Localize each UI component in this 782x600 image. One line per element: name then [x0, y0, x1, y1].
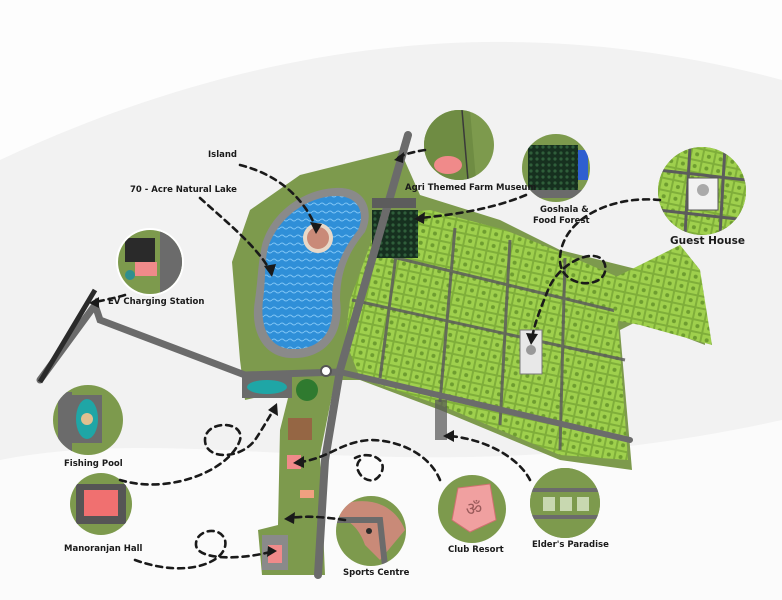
elders-paradise-site	[435, 400, 447, 440]
elders-paradise-label: Elder's Paradise	[532, 540, 609, 550]
entry-gate	[37, 288, 98, 384]
club-resort-site	[287, 455, 301, 469]
arrow-heads	[89, 152, 538, 557]
ev-charging-circle-icon	[116, 228, 184, 296]
manoranjan-hall-circle-icon	[70, 473, 132, 535]
sports-centre-label: Sports Centre	[343, 568, 410, 578]
roundabout	[320, 365, 332, 377]
guest-house-plots	[610, 245, 712, 345]
goshala-circle-icon	[522, 134, 590, 202]
sports-centre-circle-icon	[336, 496, 406, 566]
island-label: Island	[208, 150, 238, 160]
svg-text:ॐ: ॐ	[466, 499, 482, 520]
natural-lake	[253, 187, 369, 359]
guest-house-circle-icon	[658, 147, 746, 235]
elders-paradise-circle-icon	[530, 468, 600, 538]
club-resort-label: Club Resort	[448, 545, 504, 555]
farm-museum-label: Agri Themed Farm Museum	[405, 183, 537, 193]
goshala-label-line1: Goshala &	[540, 205, 589, 215]
guest-house-label: Guest House	[670, 235, 745, 247]
lake-label: 70 - Acre Natural Lake	[130, 185, 237, 195]
club-resort-circle-icon: ॐ	[438, 475, 506, 543]
tree-cluster	[296, 379, 318, 401]
manoranjan-hall-label: Manoranjan Hall	[64, 544, 143, 554]
ev-charging-label: EV Charging Station	[108, 297, 205, 307]
farm-museum-circle-icon	[424, 110, 494, 180]
fishing-pool-circle-icon	[53, 385, 123, 455]
goshala-label-line2: Food Forest	[533, 216, 590, 226]
fishing-pool-label: Fishing Pool	[64, 459, 123, 469]
